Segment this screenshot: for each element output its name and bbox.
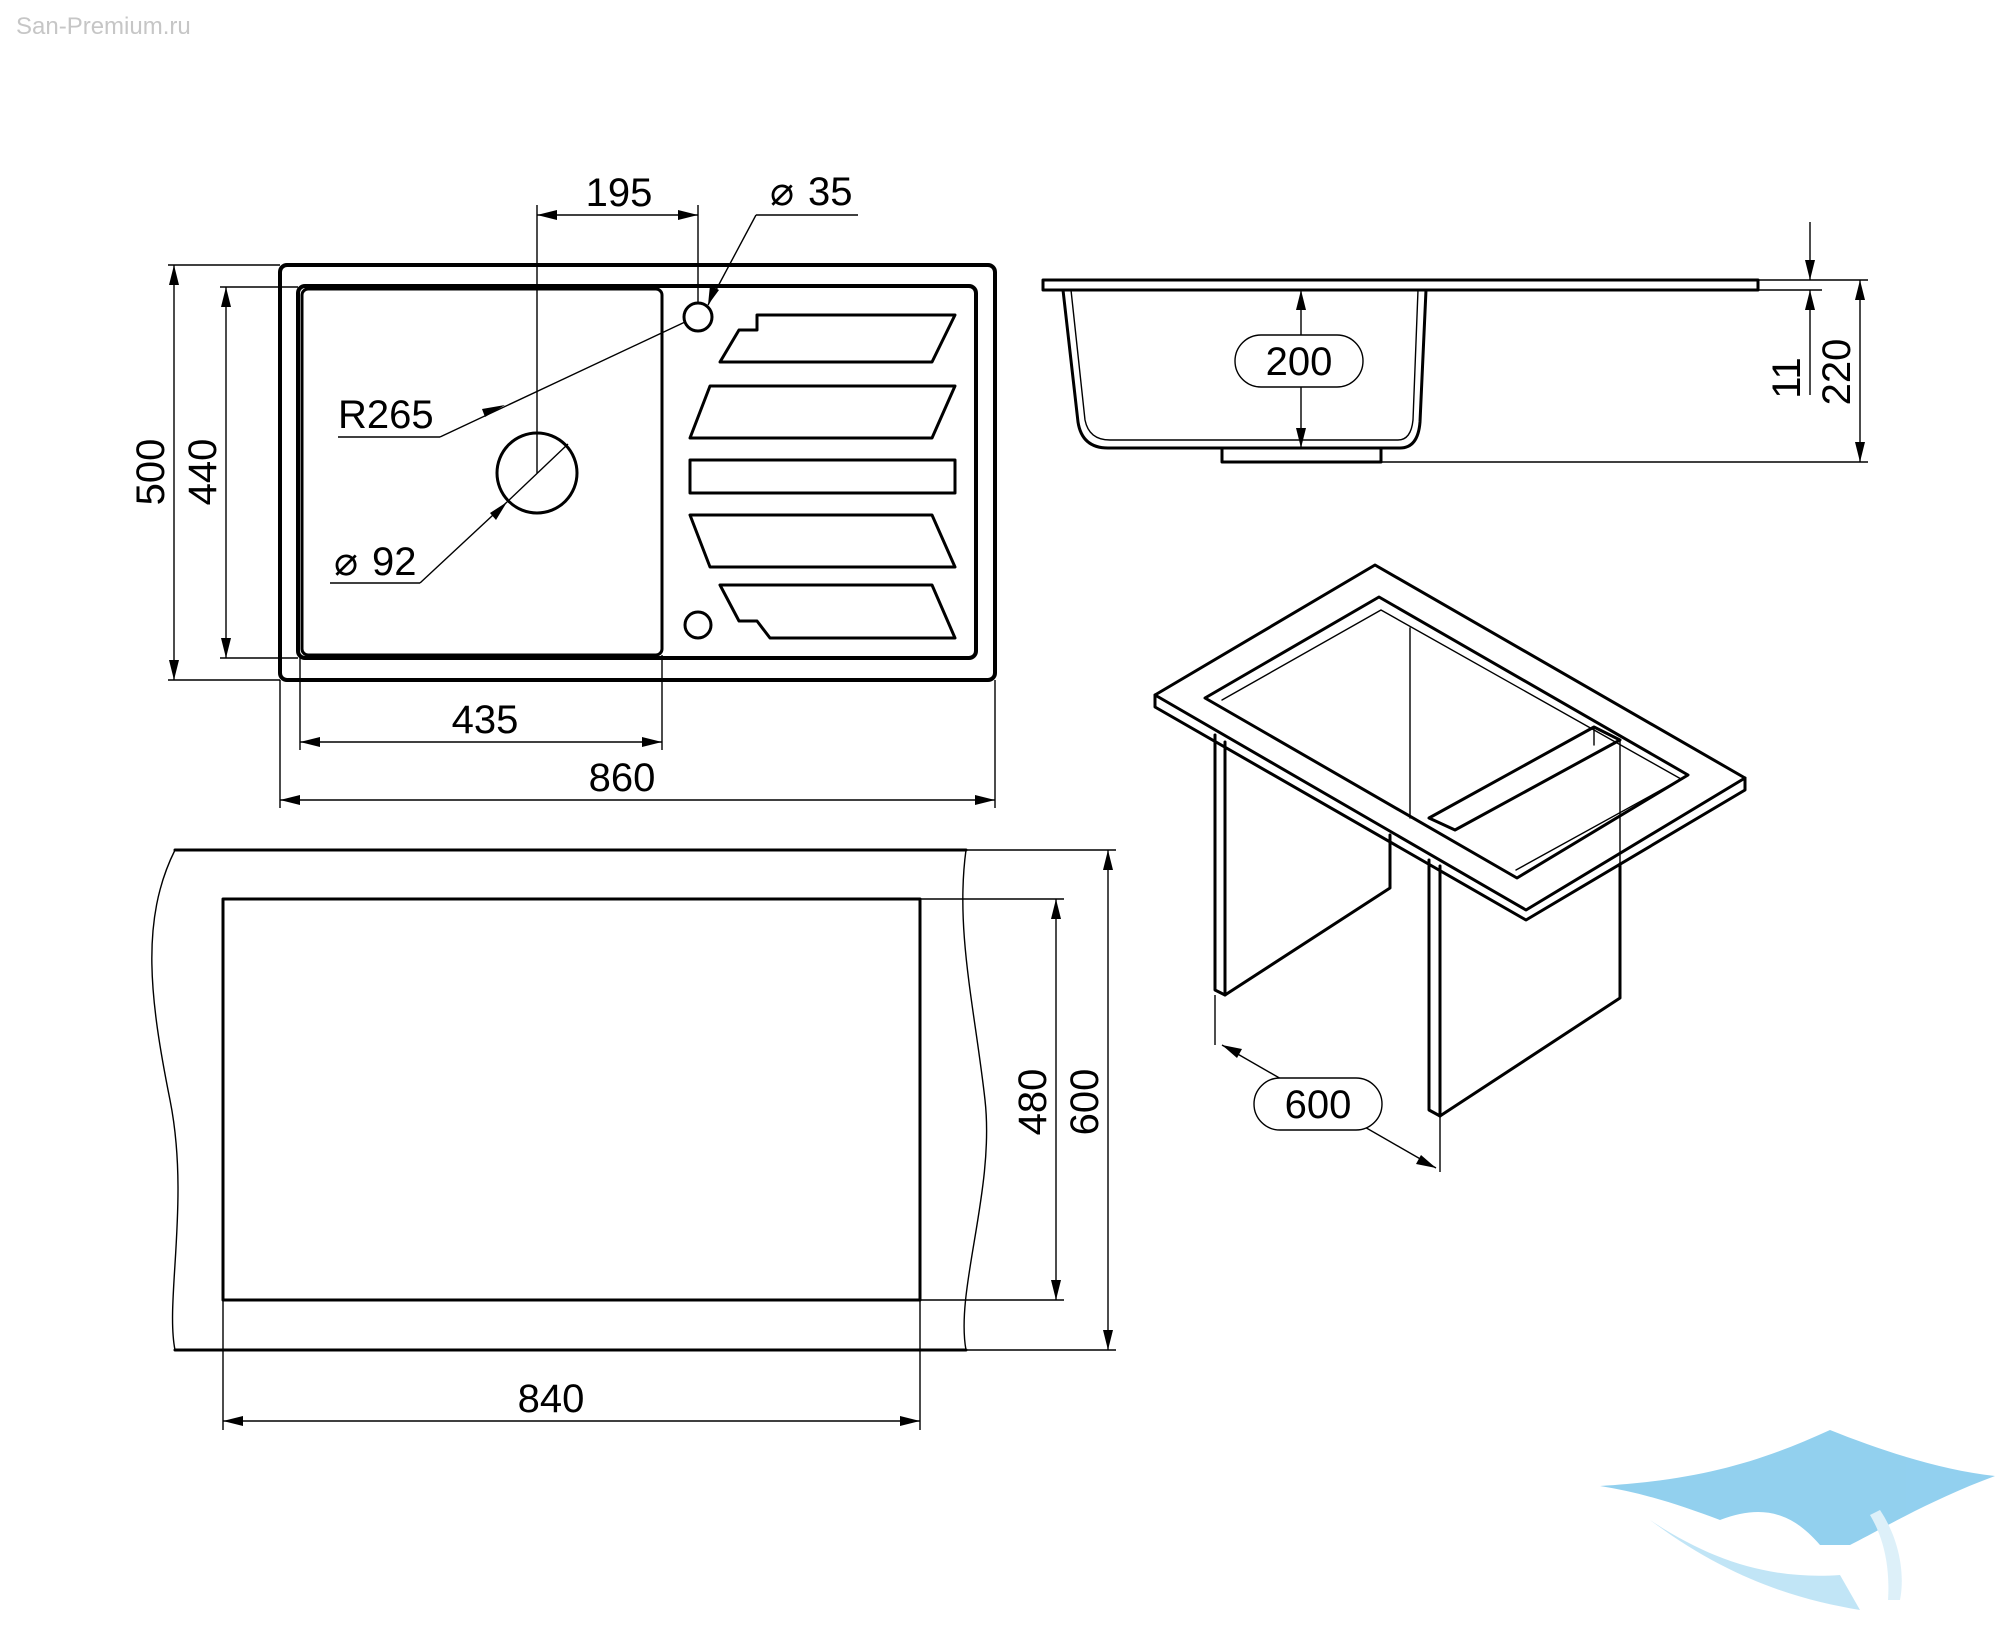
drainboard-rib-2: [688, 384, 957, 440]
sink-bowl-outline: [300, 287, 664, 657]
sink-outer-outline: [278, 263, 997, 682]
cutout-view: 840 480 600: [151, 848, 1116, 1430]
drain-diameter-label: 92: [372, 540, 417, 584]
cabinet-view: 600: [1153, 563, 1747, 1172]
dim-overall-width-label: 860: [589, 756, 656, 800]
bathtub-wave-logo-icon: [1600, 1430, 1995, 1610]
countertop-wavy-right: [962, 849, 988, 1351]
side-rim-thickness-label: 11: [1765, 357, 1809, 399]
dim-bowl-height-label: 440: [181, 439, 225, 506]
drainboard-rib-4: [688, 513, 957, 569]
side-view: 200 11 220: [1041, 222, 1868, 464]
logo-tub-base: [1650, 1520, 1860, 1610]
side-bowl-inner: [1070, 289, 1419, 441]
watermark-site-text: San-Premium.ru: [16, 13, 191, 40]
drainboard-rib-5: [718, 583, 957, 640]
side-depth-label-box: [1234, 334, 1364, 388]
tap-hole-circle: [682, 301, 714, 333]
cabinet-frame-outer: [1153, 563, 1747, 912]
cabinet-right-panel: [1427, 858, 1622, 1118]
drain-radius-label: R265: [338, 393, 434, 437]
drain-diameter-symbol: ⌀: [334, 539, 358, 585]
tap-hole-diameter-label: 35: [808, 170, 853, 214]
countertop-wavy-left: [151, 849, 179, 1351]
dim-bowl-width-label: 435: [452, 698, 519, 742]
drainboard-rib-3: [688, 458, 957, 495]
cabinet-width-label: 600: [1285, 1083, 1352, 1127]
cutout-height-label: 480: [1011, 1069, 1055, 1136]
tap-hole-diameter-symbol: ⌀: [770, 169, 794, 215]
cabinet-frame-edge: [1153, 693, 1747, 922]
side-total-depth-label: 220: [1815, 339, 1859, 406]
sink-inner-rim: [296, 284, 978, 660]
dim-tap-offset-label: 195: [586, 171, 653, 215]
side-drain-stub: [1220, 446, 1383, 464]
cabinet-inner-partition: [1427, 725, 1622, 832]
cutout-width-label: 840: [518, 1377, 585, 1421]
cutout-rectangle: [221, 897, 922, 1302]
cabinet-width-label-box: [1253, 1077, 1383, 1131]
drainboard-rib-1: [718, 313, 957, 364]
countertop-depth-label: 600: [1063, 1069, 1107, 1136]
logo-wave-shape: [1600, 1430, 1995, 1545]
side-rim: [1041, 278, 1760, 292]
top-view: 195 ⌀ 35 R265 ⌀ 92 500 440: [129, 169, 997, 808]
overflow-circle: [683, 610, 713, 640]
dim-overall-height-label: 500: [129, 439, 173, 506]
side-bowl-depth-label: 200: [1266, 340, 1333, 384]
cabinet-left-panel: [1213, 733, 1392, 997]
logo-tub-leg: [1870, 1510, 1902, 1600]
cabinet-frame-inner: [1203, 595, 1690, 880]
